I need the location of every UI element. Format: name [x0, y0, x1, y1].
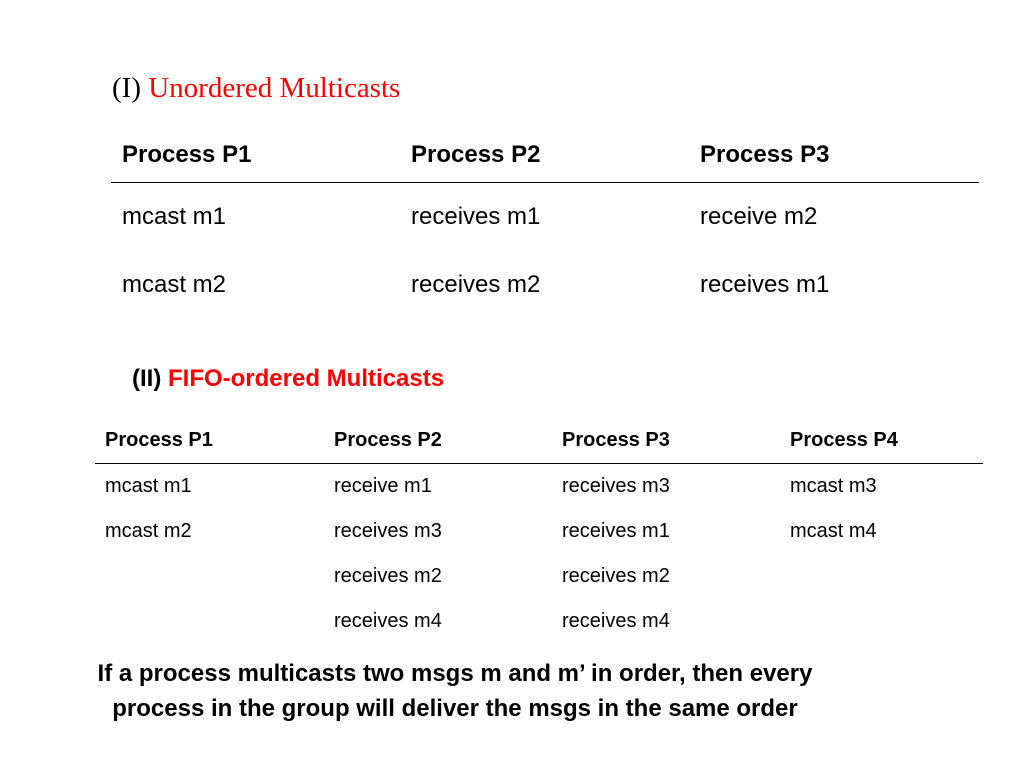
- table-cell: receives m1: [700, 271, 830, 298]
- column-header: Process P3: [552, 418, 780, 464]
- unordered-multicast-table: Process P1 Process P2 Process P3 mcast m…: [111, 128, 979, 319]
- column-header: Process P4: [780, 418, 983, 464]
- table-cell: receives m2: [334, 565, 442, 587]
- table-cell: mcast m2: [122, 271, 227, 298]
- column-header: Process P1: [95, 418, 324, 464]
- table-cell: mcast m4: [790, 520, 877, 542]
- footnote-line-2: process in the group will deliver the ms…: [112, 695, 798, 722]
- table-cell: receive m2: [700, 203, 818, 230]
- table-row: mcast m1 receive m1 receives m3 mcast m3: [95, 464, 983, 510]
- column-header: Process P2: [324, 418, 552, 464]
- table-header-row: Process P1 Process P2 Process P3 Process…: [95, 418, 983, 464]
- footnote: If a process multicasts two msgs m and m…: [20, 656, 890, 726]
- fifo-multicast-table: Process P1 Process P2 Process P3 Process…: [95, 418, 983, 644]
- table-cell: receives m2: [411, 271, 541, 298]
- table-row: mcast m2 receives m3 receives m1 mcast m…: [95, 509, 983, 554]
- column-header: Process P2: [400, 128, 689, 183]
- table-cell: mcast m1: [105, 475, 192, 497]
- table-cell: [95, 599, 324, 644]
- table-row: mcast m2 receives m2 receives m1: [111, 251, 979, 319]
- section-2-title-text: FIFO-ordered Multicasts: [168, 365, 445, 392]
- table-cell: receives m4: [562, 610, 670, 632]
- table-cell: mcast m1: [122, 203, 227, 230]
- table-cell: receives m4: [334, 610, 442, 632]
- table-header-row: Process P1 Process P2 Process P3: [111, 128, 979, 183]
- table-cell: [780, 599, 983, 644]
- section-1-title-text: Unordered Multicasts: [148, 72, 401, 104]
- table-row: mcast m1 receives m1 receive m2: [111, 183, 979, 252]
- table-cell: receives m1: [562, 520, 670, 542]
- table-cell: mcast m2: [105, 520, 192, 542]
- table-cell: mcast m3: [790, 475, 877, 497]
- table-row: receives m4 receives m4: [95, 599, 983, 644]
- table-cell: [780, 554, 983, 599]
- table-cell: receives m3: [334, 520, 442, 542]
- table-row: receives m2 receives m2: [95, 554, 983, 599]
- section-2-title: (II) FIFO-ordered Multicasts: [132, 364, 444, 394]
- section-1-title: (I) Unordered Multicasts: [112, 70, 400, 106]
- column-header: Process P1: [111, 128, 400, 183]
- section-2-prefix: (II): [132, 365, 162, 392]
- footnote-line-1: If a process multicasts two msgs m and m…: [97, 660, 813, 687]
- table-cell: receives m2: [562, 565, 670, 587]
- table-cell: receive m1: [334, 475, 432, 497]
- column-header: Process P3: [689, 128, 979, 183]
- table-cell: [95, 554, 324, 599]
- table-cell: receives m3: [562, 475, 670, 497]
- section-1-prefix: (I): [112, 72, 141, 104]
- table-cell: receives m1: [411, 203, 541, 230]
